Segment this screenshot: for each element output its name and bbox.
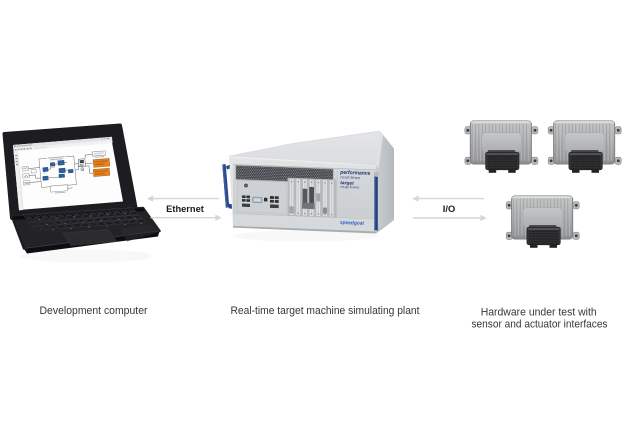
svg-text:Ethernet: Ethernet	[166, 204, 204, 214]
svg-text:performance: performance	[339, 170, 370, 177]
svg-text:Real-time target machine simul: Real-time target machine simulating plan…	[231, 305, 420, 317]
svg-text:Development computer: Development computer	[40, 305, 148, 317]
svg-text:target: target	[340, 180, 354, 186]
svg-text:machine: machine	[340, 185, 359, 190]
svg-text:speedgoat: speedgoat	[340, 220, 364, 227]
svg-text:I/O: I/O	[443, 204, 455, 214]
svg-text:real-time: real-time	[340, 175, 360, 180]
svg-text:sensor and actuator interfaces: sensor and actuator interfaces	[472, 319, 608, 331]
svg-text:Hardware under test with: Hardware under test with	[481, 306, 597, 318]
